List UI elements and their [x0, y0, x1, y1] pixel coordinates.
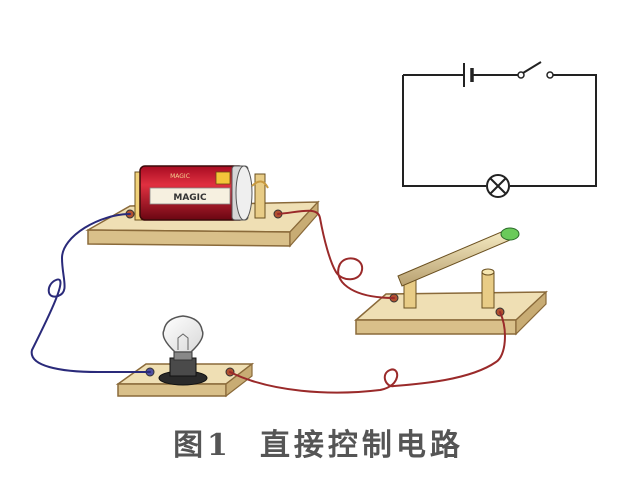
battery-holder-right	[254, 173, 266, 219]
switch-post-right	[481, 271, 495, 309]
wire-red-2	[229, 311, 506, 394]
schematic-diagram	[402, 61, 597, 198]
wire-blue	[30, 213, 151, 373]
figure-number: 图1	[173, 428, 232, 463]
figure-caption: 图1 直接控制电路	[0, 420, 637, 464]
bulb-board-front	[117, 383, 227, 397]
battery-cap-face	[235, 165, 253, 221]
schematic-switch-pivot	[517, 71, 525, 79]
schematic-switch-blade	[522, 61, 542, 74]
schematic-wire	[402, 75, 486, 187]
schematic-switch-contact	[546, 71, 554, 79]
bulb-socket	[169, 357, 197, 377]
schematic-wire	[510, 74, 597, 187]
wires	[30, 209, 506, 394]
switch-handle	[500, 227, 520, 241]
battery-assembly: MAGIC MAGIC	[85, 165, 320, 248]
battery-label-text: MAGIC	[173, 193, 207, 203]
switch-assembly	[353, 227, 548, 336]
battery-top-label: MAGIC	[170, 173, 190, 180]
bulb-board-side	[225, 362, 253, 398]
switch-board-front	[355, 319, 517, 335]
battery-logo	[215, 171, 231, 185]
switch-board-side	[515, 290, 547, 336]
schematic-lamp-cross	[489, 177, 507, 195]
figure-title: 直接控制电路	[259, 428, 464, 463]
switch-board-top	[353, 291, 548, 321]
battery-label-band	[149, 187, 231, 205]
bulb-assembly	[115, 315, 255, 398]
bulb-filament	[177, 333, 189, 350]
battery-board-front	[87, 229, 291, 247]
wire-red-1	[277, 209, 395, 299]
